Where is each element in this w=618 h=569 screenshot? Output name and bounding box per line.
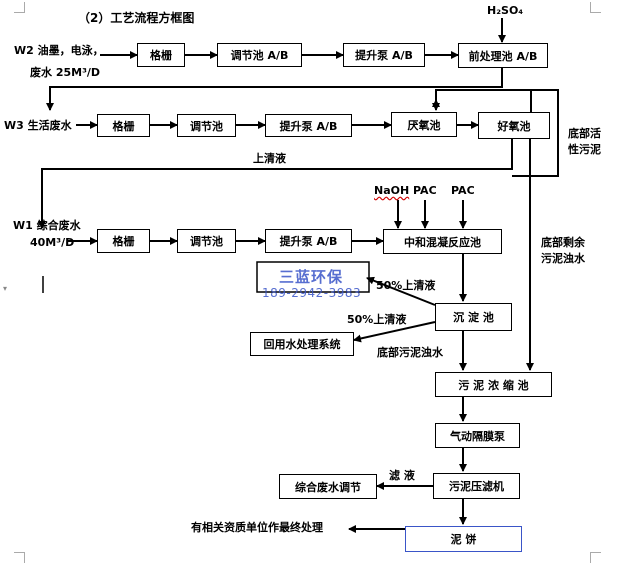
w2-source-line1: W2 油墨，电泳， bbox=[14, 44, 104, 57]
final-disposal-label: 有相关资质单位作最终处理 bbox=[191, 521, 323, 534]
sludge-cake-box: 泥 饼 bbox=[405, 526, 522, 552]
naoh-label: NaOH bbox=[374, 184, 410, 197]
excess-sludge-label-2: 污泥浊水 bbox=[541, 252, 585, 265]
w2-source-line2: 废水 25M³/D bbox=[30, 66, 101, 79]
arrow-recycle-to-anaerobic bbox=[432, 89, 450, 111]
arrow-supernatant-back bbox=[366, 276, 436, 306]
reuse-water-system-box: 回用水处理系统 bbox=[250, 332, 354, 356]
watermark-company: 三蓝环保 bbox=[279, 268, 344, 286]
aerobic-tank-box: 好氧池 bbox=[478, 112, 550, 139]
sludge-thickener-box: 污 泥 浓 缩 池 bbox=[435, 372, 552, 397]
adjust-tank-box-3: 调节池 bbox=[177, 229, 236, 253]
corner-mark-tr bbox=[590, 2, 601, 13]
grate-box-1: 格栅 bbox=[137, 43, 185, 67]
w1-source-line1: W1 综合废水 bbox=[13, 219, 81, 232]
sludge-recycle-label-1: 底部活 bbox=[568, 127, 601, 140]
diaphragm-pump-box: 气动隔膜泵 bbox=[435, 423, 520, 448]
line-sludge-recycle bbox=[512, 89, 559, 177]
lift-pump-ab-box-1: 提升泵 A/B bbox=[343, 43, 425, 67]
arrow-to-reuse bbox=[353, 321, 436, 343]
arrow-pretreat-to-row2 bbox=[46, 68, 503, 111]
watermark-phone: 189-2942-3983 bbox=[262, 286, 362, 300]
neutralization-coagulation-box: 中和混凝反应池 bbox=[383, 229, 502, 254]
pretreatment-tank-box: 前处理池 A/B bbox=[458, 43, 548, 68]
corner-mark-br bbox=[590, 552, 601, 563]
corner-mark-bl bbox=[14, 552, 25, 563]
supernatant-50-label-b: 50%上清液 bbox=[347, 313, 407, 326]
acid-label: H₂SO₄ bbox=[487, 4, 524, 17]
margin-mark: ▾ bbox=[3, 284, 8, 293]
supernatant-label: 上清液 bbox=[253, 152, 286, 165]
arrow-supernatant-to-row3 bbox=[38, 139, 513, 229]
supernatant-50-label-a: 50%上清液 bbox=[376, 279, 436, 292]
sedimentation-tank-box: 沉 淀 池 bbox=[435, 303, 512, 331]
small-box-outline bbox=[256, 261, 370, 293]
adjust-tank-ab-box: 调节池 A/B bbox=[217, 43, 302, 67]
excess-sludge-label-1: 底部剩余 bbox=[541, 236, 585, 249]
filtrate-label: 滤 液 bbox=[389, 469, 415, 482]
sludge-filter-press-box: 污泥压滤机 bbox=[433, 473, 520, 499]
page-title: （2）工艺流程方框图 bbox=[78, 11, 195, 25]
pac1-label: PAC bbox=[413, 184, 437, 197]
lift-pump-ab-box-3: 提升泵 A/B bbox=[265, 229, 352, 253]
w3-source-label: W3 生活废水 bbox=[4, 119, 72, 132]
w1-source-line2: 40M³/D bbox=[30, 236, 75, 249]
corner-mark-tl bbox=[14, 2, 25, 13]
adjust-tank-box-2: 调节池 bbox=[177, 114, 236, 137]
grate-box-2: 格栅 bbox=[97, 114, 150, 137]
anaerobic-tank-box: 厌氧池 bbox=[391, 112, 457, 137]
pac2-label: PAC bbox=[451, 184, 475, 197]
lift-pump-ab-box-2: 提升泵 A/B bbox=[265, 114, 352, 137]
combined-wastewater-adjust-box: 综合废水调节 bbox=[279, 474, 377, 499]
bottom-sludge-label: 底部污泥浊水 bbox=[377, 346, 443, 359]
grate-box-3: 格栅 bbox=[97, 229, 150, 253]
sludge-recycle-label-2: 性污泥 bbox=[568, 143, 601, 156]
